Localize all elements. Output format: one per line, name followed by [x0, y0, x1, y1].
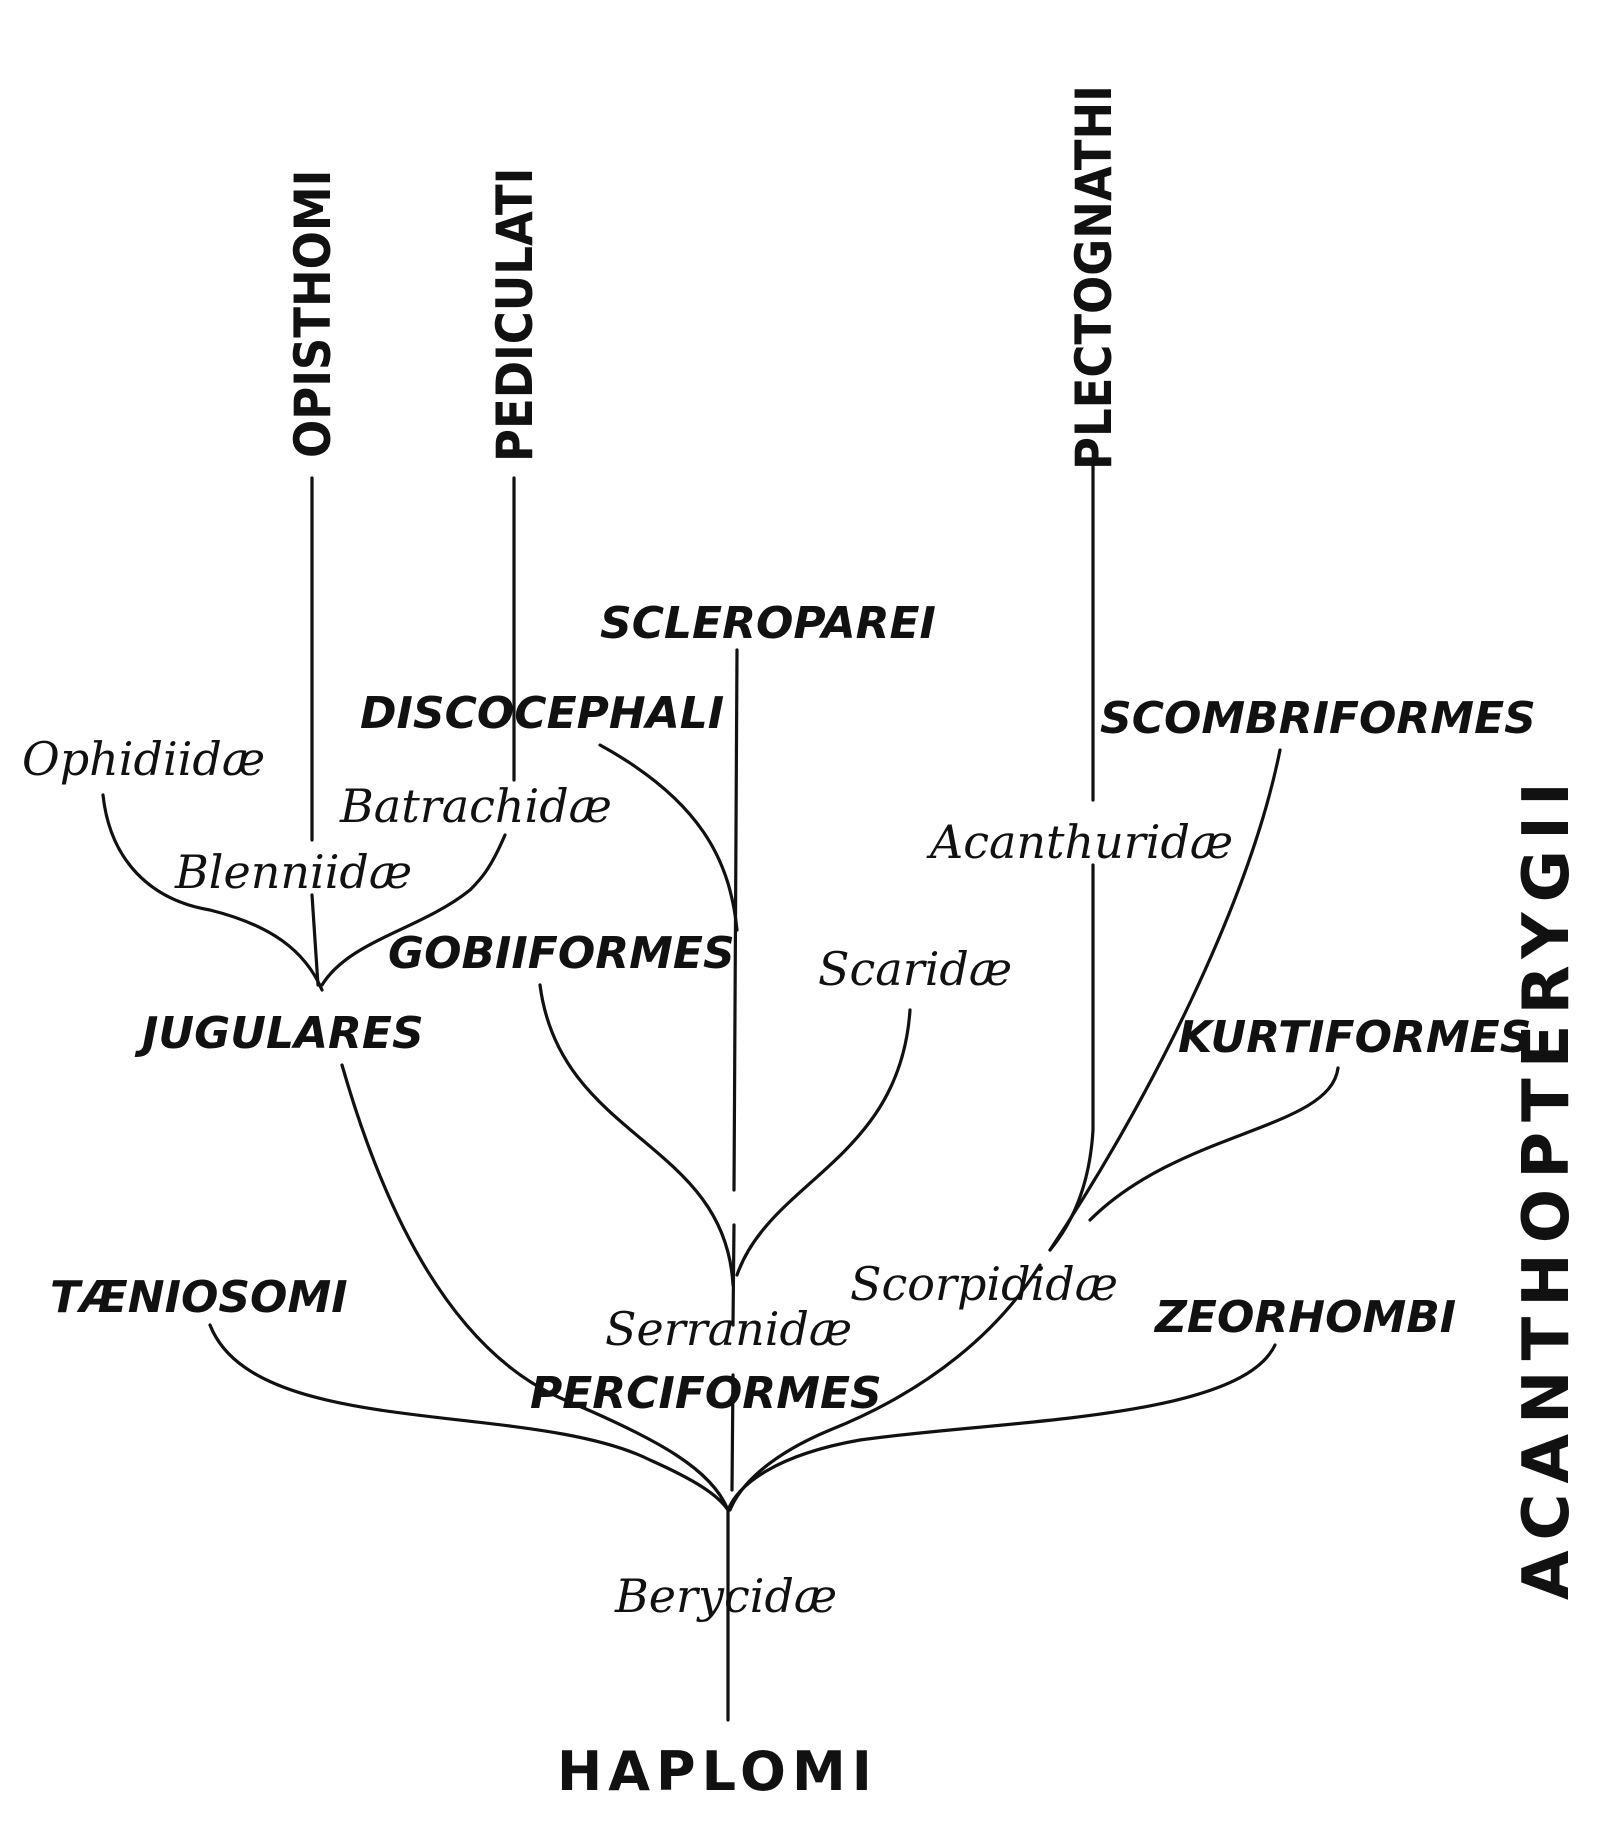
- branch-ophidiidae: [101, 793, 324, 992]
- label-pediculati: PEDICULATI: [486, 168, 544, 462]
- label-taeniosomi: TÆNIOSOMI: [50, 1272, 348, 1323]
- label-berycidae: Berycidæ: [614, 1569, 837, 1623]
- label-blenniidae: Blenniidæ: [174, 845, 412, 899]
- branch-opisthomi: [310, 476, 320, 987]
- branch-kurtiformes: [1088, 1066, 1340, 1222]
- branch-taeniosomi: [208, 1323, 730, 1512]
- label-discocephali: DISCOCEPHALI: [360, 688, 724, 739]
- central-axis-line: [730, 648, 739, 1492]
- label-batrachidae: Batrachidæ: [339, 779, 612, 833]
- branch-scaridae: [735, 1008, 912, 1277]
- label-acanthopterygii: ACANTHOPTERYGII: [1510, 772, 1584, 1600]
- label-scleroparei: SCLEROPAREI: [600, 598, 936, 649]
- label-scombriformes: SCOMBRIFORMES: [1100, 693, 1536, 744]
- branch-zeorhombi: [726, 1343, 1277, 1512]
- label-haplomi: HAPLOMI: [557, 1740, 878, 1803]
- label-plectognathi: PLECTOGNATHI: [1065, 85, 1123, 470]
- tree-branches: [101, 460, 1340, 1722]
- branch-scombriformes: [1048, 748, 1282, 1252]
- label-jugulares: JUGULARES: [134, 1008, 424, 1059]
- label-zeorhombi: ZEORHOMBI: [1153, 1292, 1456, 1343]
- label-kurtiformes: KURTIFORMES: [1178, 1012, 1531, 1063]
- label-gobiiformes: GOBIIFORMES: [388, 928, 735, 979]
- label-acanthuridae: Acanthuridæ: [926, 815, 1233, 869]
- branch-jugulares: [340, 1063, 730, 1512]
- branch-batrachidae: [320, 833, 507, 987]
- label-serranidae: Serranidæ: [605, 1302, 852, 1356]
- label-scaridae: Scaridæ: [818, 942, 1012, 996]
- branch-gobiiformes: [538, 983, 735, 1287]
- label-ophidiidae: Ophidiidæ: [22, 732, 265, 786]
- label-perciformes: PERCIFORMES: [530, 1368, 882, 1419]
- label-scorpididae: Scorpididæ: [850, 1257, 1118, 1311]
- branch-scorpididae: [728, 1263, 1042, 1512]
- label-opisthomi: OPISTHOMI: [284, 170, 342, 458]
- branch-discocephali: [598, 743, 739, 932]
